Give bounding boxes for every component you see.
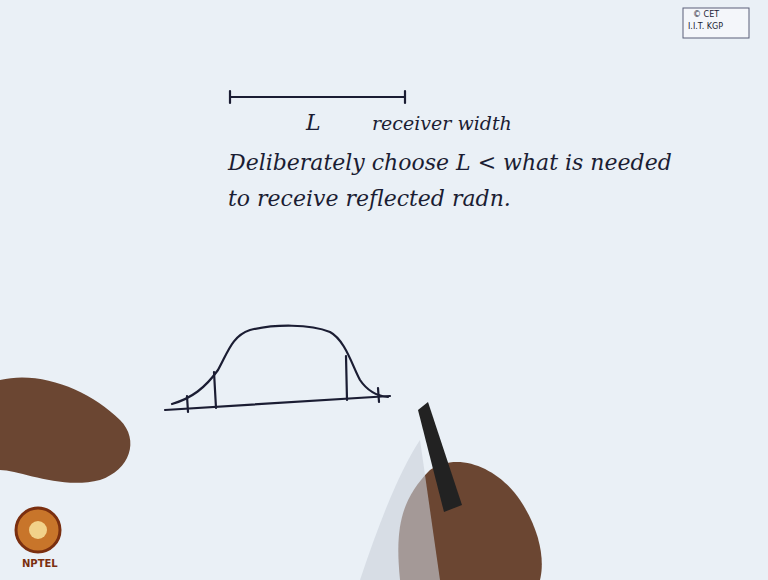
note-line: to receive reflected radn. xyxy=(228,186,511,212)
curve-baseline xyxy=(165,396,390,410)
curve-tick xyxy=(346,356,347,400)
curve-tick xyxy=(187,396,188,412)
dimension-caption: receiver width xyxy=(372,112,512,135)
note-line: Deliberately choose L < what is needed xyxy=(228,150,672,176)
curve-tick xyxy=(378,388,379,402)
nptel-logo-center xyxy=(29,521,47,539)
watermark-text: I.I.T. KGP xyxy=(688,22,723,32)
segment-end-tick xyxy=(404,91,406,103)
segment-end-tick xyxy=(229,91,231,103)
pen-shadow xyxy=(360,440,440,580)
curve-tick xyxy=(214,372,216,408)
dimension-letter: L xyxy=(306,110,321,136)
logo-text: NPTEL xyxy=(22,558,58,570)
hand-left xyxy=(0,377,130,482)
watermark-text: © CET xyxy=(693,10,719,20)
nptel-logo xyxy=(16,508,60,552)
profile-curve xyxy=(172,326,388,404)
watermark-box xyxy=(683,8,749,38)
width-segment xyxy=(230,96,405,98)
